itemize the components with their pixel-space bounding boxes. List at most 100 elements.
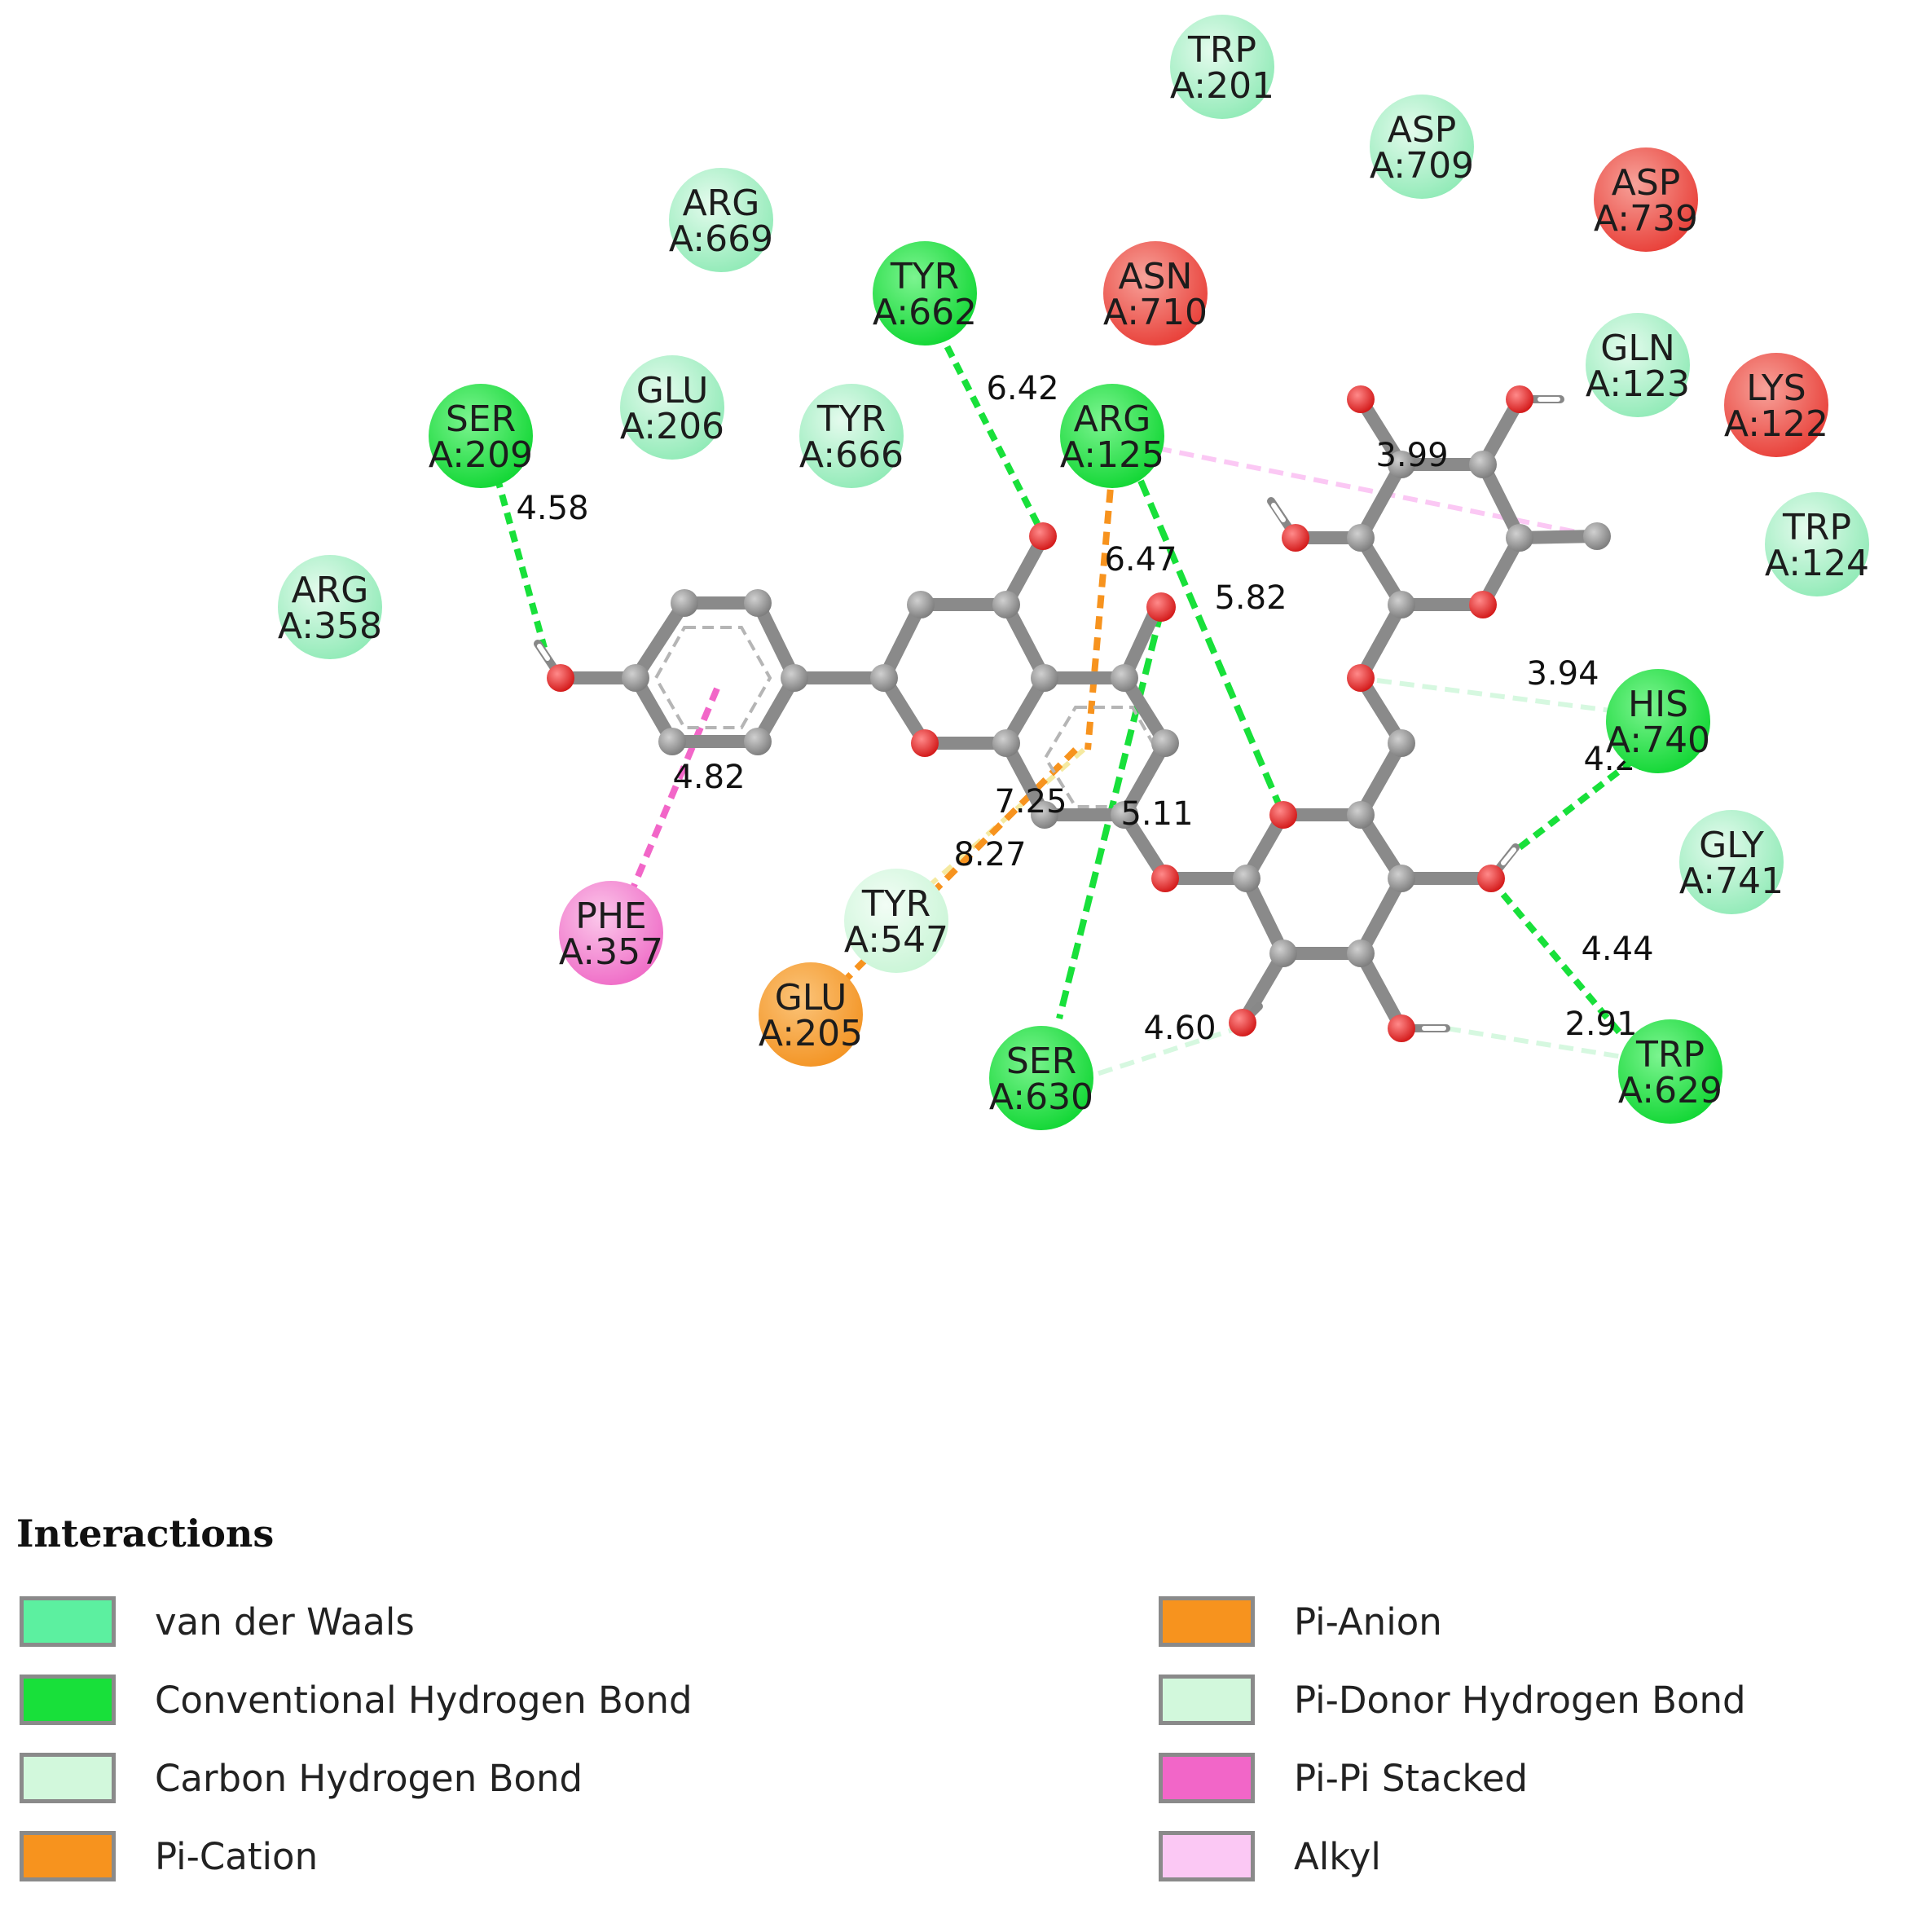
legend-label: Alkyl <box>1294 1834 1381 1878</box>
residue-disc <box>873 241 977 345</box>
residue-name: TYR <box>816 398 886 440</box>
legend-item: Conventional Hydrogen Bond <box>20 1671 693 1728</box>
residue-disc <box>1370 95 1474 199</box>
hbond-line-his740 <box>1517 750 1644 851</box>
residue-position: A:662 <box>873 292 977 333</box>
carbon-atoms <box>622 451 1611 967</box>
residue-name: ASP <box>1612 162 1681 204</box>
residue-disc <box>620 355 724 460</box>
pi-cation-line-arg125 <box>1084 468 1115 750</box>
residue-position: A:739 <box>1594 198 1698 240</box>
legend-title: Interactions <box>16 1512 275 1556</box>
distance-label-d642: 6.42 <box>986 370 1058 407</box>
residue-disc <box>1724 353 1828 457</box>
residue-position: A:201 <box>1170 65 1274 107</box>
distance-label-d582: 5.82 <box>1214 579 1287 617</box>
residue-disc <box>669 168 773 272</box>
residue-position: A:741 <box>1679 860 1784 902</box>
residue-position: A:205 <box>759 1013 863 1054</box>
residue-position: A:206 <box>620 406 724 447</box>
distance-label-d291: 2.91 <box>1564 1006 1637 1043</box>
residue-name: ARG <box>683 183 760 224</box>
residue-disc <box>799 384 904 488</box>
ligand-molecule <box>534 385 1611 1042</box>
residue-disc <box>1170 15 1274 119</box>
residue-position: A:547 <box>844 919 948 961</box>
residue-name: TRP <box>1187 29 1256 71</box>
distance-label-d482: 4.82 <box>672 759 745 796</box>
legend-swatch <box>1159 1675 1255 1725</box>
residue-name: LYS <box>1746 367 1806 409</box>
legend-label: Pi-Donor Hydrogen Bond <box>1294 1678 1746 1722</box>
residue-position: A:629 <box>1618 1070 1722 1111</box>
residue-position: A:124 <box>1765 543 1869 584</box>
residue-name: TRP <box>1635 1034 1705 1076</box>
distance-label-d399: 3.99 <box>1375 437 1448 474</box>
residue-disc <box>989 1026 1093 1130</box>
hydrogen-tips <box>537 397 1560 1031</box>
legend-item: Pi-Pi Stacked <box>1159 1749 1528 1807</box>
legend-label: Conventional Hydrogen Bond <box>155 1678 693 1722</box>
distance-label-d647: 6.47 <box>1104 541 1177 579</box>
residue-position: A:122 <box>1724 403 1828 445</box>
interaction-diagram: 6.424.586.475.823.993.944.214.827.255.11… <box>278 15 1869 1130</box>
residue-disc <box>1765 492 1869 596</box>
legend-swatch <box>20 1675 116 1725</box>
bond-upper-sugar-ring <box>1353 458 1528 684</box>
residue-position: A:358 <box>278 605 382 647</box>
residue-name: GLU <box>775 977 847 1019</box>
residue-disc <box>1618 1019 1722 1124</box>
residue-disc <box>1679 810 1784 914</box>
bond-lower-sugar-ring <box>1240 808 1410 960</box>
residue-name: GLU <box>636 370 709 411</box>
oxygen-atoms <box>547 385 1533 1042</box>
bond-chromone-ring <box>878 598 1053 750</box>
hbond-line-arg125-ring <box>1137 479 1287 816</box>
residue-position: A:669 <box>669 218 773 260</box>
distance-label-d394: 3.94 <box>1526 655 1599 693</box>
distance-label-d458: 4.58 <box>516 490 588 527</box>
residue-disc <box>1060 384 1164 488</box>
legend-swatch <box>1159 1831 1255 1881</box>
residue-name: ARG <box>1074 398 1151 440</box>
legend-item: Pi-Donor Hydrogen Bond <box>1159 1671 1746 1728</box>
legend-swatch <box>20 1596 116 1647</box>
aromatic-ring-phenyl <box>653 626 772 729</box>
residue-name: GLN <box>1600 328 1675 369</box>
residue-disc <box>559 881 663 985</box>
legend-swatch <box>1159 1596 1255 1647</box>
residue-disc <box>1594 147 1698 252</box>
residue-name: TYR <box>861 883 931 925</box>
residue-position: A:125 <box>1060 434 1164 476</box>
residue-name: HIS <box>1628 684 1688 725</box>
legend-swatch <box>20 1831 116 1881</box>
distance-label-d460: 4.60 <box>1143 1010 1216 1047</box>
legend-label: van der Waals <box>155 1600 415 1644</box>
residue-position: A:123 <box>1586 363 1690 405</box>
legend-item: Carbon Hydrogen Bond <box>20 1749 583 1807</box>
residue-position: A:710 <box>1103 292 1208 333</box>
residue-disc <box>844 869 948 973</box>
distance-label-d725: 7.25 <box>994 783 1067 821</box>
legend-label: Pi-Cation <box>155 1834 319 1878</box>
residue-name: SER <box>1006 1041 1076 1082</box>
residue-position: A:740 <box>1606 720 1710 761</box>
residue-disc <box>759 962 863 1067</box>
residue-disc <box>1606 669 1710 773</box>
legend-label: Carbon Hydrogen Bond <box>155 1756 583 1800</box>
hbond-line-trp629 <box>1488 878 1625 1037</box>
residue-name: ASP <box>1388 109 1457 151</box>
